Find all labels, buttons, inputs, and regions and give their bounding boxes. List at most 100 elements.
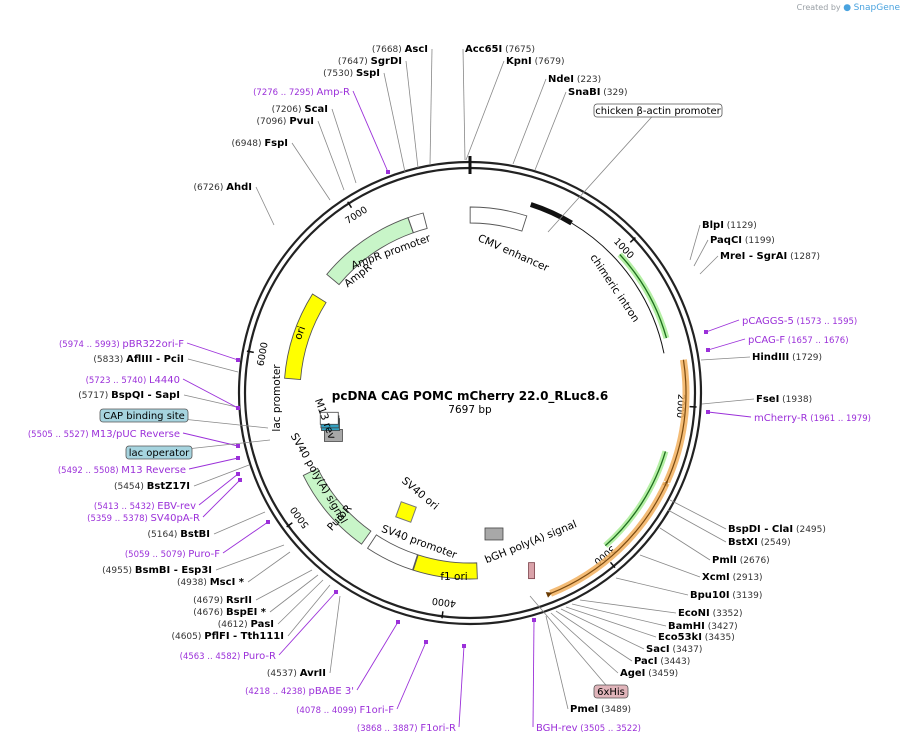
primer-m13-puc-reverse-range: (5505 .. 5527) [28,430,91,440]
feature-f1-ori [412,554,478,580]
primer-f1ori-r: (3868 .. 3887) F1ori-R [357,723,456,734]
primer-f1ori-f-leader [396,641,427,710]
site-bpu10i-name: Bpu10I [690,590,730,601]
tick-3000 [609,561,616,569]
boxed-label-chicken-actin-promoter-box [593,103,723,118]
site-blpi: BlpI (1129) [702,220,757,231]
site-agei-pos: (3459) [645,669,678,679]
site-msci: (4938) MscI * [177,577,245,588]
primer-mcherry-r-range: (1961 .. 1979) [808,414,871,424]
site-pmli-name: PmlI [712,555,737,566]
primer-pbr322ori-f-leader [186,342,239,361]
site-paqci: PaqCI (1199) [710,235,775,246]
primer-m13-puc-reverse-leader [182,432,239,447]
primer-amp-r-mark [386,170,390,174]
site-paci-pos: (3443) [657,657,690,667]
primer-amp-r-leader [352,90,389,173]
tick-label-6000: 6000 [255,341,270,367]
site-bspei-leader [269,574,319,613]
site-msci-leader [247,551,291,583]
primer-pcag-f-range: (1657 .. 1676) [785,336,848,346]
primer-puro-f-range: (5059 .. 5079) [125,550,188,560]
site-ndei: NdeI (223) [548,74,601,85]
site-eco53ki-leader [565,606,657,638]
site-xcmi-pos: (2913) [730,573,763,583]
site-hindiii-name: HindIII [752,352,789,363]
site-mrei-sgrai-leader [699,255,719,275]
site-scai-name: ScaI [304,104,328,115]
site-asci: (7668) AscI [372,44,428,55]
site-bsmbi-esp3i: (4955) BsmBI - Esp3I [102,565,212,576]
site-fsei-pos: (1938) [779,395,812,405]
primer-sv40pa-r-mark [238,478,242,482]
site-paqci-leader [693,239,709,267]
boxed-label-chicken-actin-promoter-leader [547,109,659,233]
tick-label-7000: 7000 [343,205,369,227]
site-msci-pos: (4938) [177,578,210,588]
feature-label-bgh-poly-a-signal: bGH poly(A) signal [483,518,578,566]
site-bsmbi-esp3i-name: BsmBI - Esp3I [135,565,212,576]
site-bamhi-name: BamHI [668,621,705,632]
feature-ampr-promoter [407,212,428,234]
primer-m13-puc-reverse: (5505 .. 5527) M13/pUC Reverse [28,429,180,440]
site-bpu10i-pos: (3139) [730,591,763,601]
primer-pcag-f-leader [707,338,746,351]
site-bsmbi-esp3i-leader [215,544,285,571]
tick-5000 [286,522,293,528]
site-bstbi: (5164) BstBI [148,529,211,540]
site-avrii-leader [329,595,341,674]
primer-puro-r-mark [334,590,338,594]
site-bstbi-name: BstBI [180,529,210,540]
site-bspqi-sapi-leader [183,394,242,409]
site-sgrdi-pos: (7647) [338,57,371,67]
site-fspi-pos: (6948) [232,139,265,149]
site-econi-leader [579,599,677,614]
primer-f1ori-f-range: (4078 .. 4099) [296,706,359,716]
site-asci-pos: (7668) [372,45,405,55]
site-pasi: (4612) PasI [218,619,274,630]
backbone-ring [237,156,703,626]
primer-pbr322ori-f-range: (5974 .. 5993) [59,340,122,350]
site-sspi-leader [383,72,406,173]
site-rsrii: (4679) RsrII [193,595,252,606]
primer-pbabe-3: (4218 .. 4238) pBABE 3' [245,686,354,697]
primer-amp-r-name: Amp-R [317,87,351,98]
primer-m13-reverse-name: M13 Reverse [121,465,186,476]
primer-puro-r: (4563 .. 4582) Puro-R [180,651,276,662]
site-agei: AgeI (3459) [620,668,678,679]
site-fsei-name: FseI [756,394,779,405]
feature-label-ori: ori [292,324,308,341]
site-paqci-name: PaqCI [710,235,742,246]
site-pmei-pos: (3489) [598,705,631,715]
primer-ebv-rev-name: EBV-rev [157,501,196,512]
primer-l4440-range: (5723 .. 5740) [86,376,149,386]
primer-f1ori-r-name: F1ori-R [420,723,456,734]
site-pasi-leader [277,579,324,625]
primer-pbabe-3-name: pBABE 3' [308,686,354,697]
site-pmei-leader [545,615,569,710]
site-paqci-pos: (1199) [742,236,775,246]
site-afliii-pcii-name: AflIII - PciI [126,354,184,365]
site-xcmi-leader [639,554,701,578]
boxed-label-6xhis-leader [529,595,612,692]
feature-ori [284,293,327,381]
feature-rluc8-6-line [550,482,667,594]
primer-m13-reverse-range: (5492 .. 5508) [58,466,121,476]
site-bstxi-name: BstXI [728,537,758,548]
site-sspi-name: SspI [356,68,380,79]
site-snabi: SnaBI (329) [568,87,627,98]
site-pvui-leader [317,120,345,191]
site-econi: EcoNI (3352) [678,608,743,619]
site-pvui: (7096) PvuI [257,116,314,127]
site-avrii: (4537) AvrII [267,668,326,679]
site-asci-leader [429,48,433,166]
site-avrii-pos: (4537) [267,669,300,679]
primer-f1ori-f: (4078 .. 4099) F1ori-F [296,705,394,716]
primer-puro-r-name: Puro-R [243,651,276,662]
site-snabi-leader [534,91,567,171]
feature-rluc8-6-head [545,592,553,598]
primer-pcag-f-name: pCAG-F [748,335,785,346]
primer-puro-f-leader [222,521,269,554]
primer-sv40pa-r: (5359 .. 5378) SV40pA-R [87,513,200,524]
site-snabi-name: SnaBI [568,87,600,98]
